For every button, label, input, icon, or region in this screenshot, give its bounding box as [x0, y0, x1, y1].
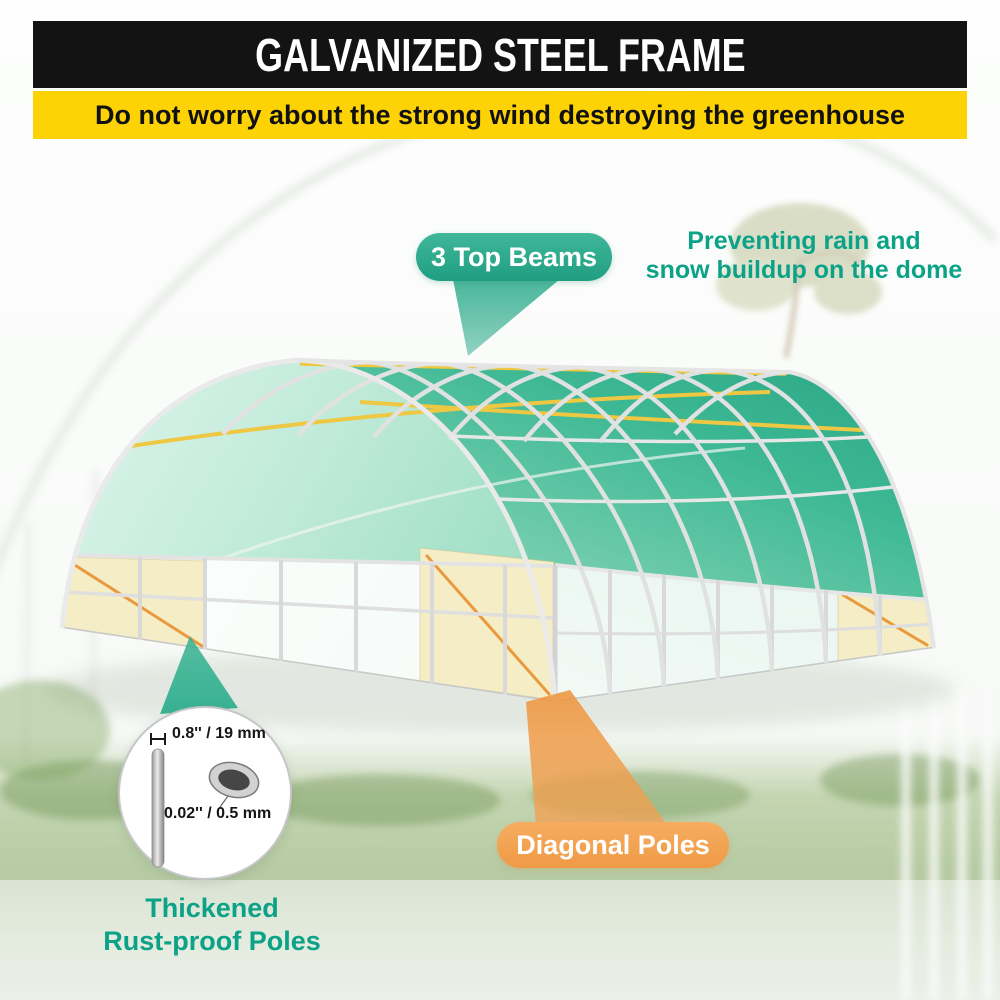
bottom-haze — [0, 880, 1000, 1000]
pole-detail-graphic — [150, 733, 260, 868]
tree-silhouette — [716, 203, 882, 359]
thickness-leader-line — [219, 795, 229, 808]
diameter-measure-icon — [150, 733, 166, 745]
top-beams-badge: 3 Top Beams — [416, 233, 612, 281]
diagonal-poles-badge: Diagonal Poles — [497, 822, 729, 868]
pipe-cross-section-icon — [208, 761, 260, 799]
top-beams-label: 3 Top Beams — [430, 241, 598, 272]
rain-note: Preventing rain and snow buildup on the … — [628, 227, 980, 285]
diagonal-poles-pointer — [526, 690, 668, 826]
diagonal-poles — [68, 554, 929, 696]
pole-thickness-value: 0.02'' / 0.5 mm — [164, 805, 272, 822]
title-bar: GALVANIZED STEEL FRAME — [33, 21, 967, 88]
greenhouse-arches — [221, 360, 934, 695]
steel-pole-icon — [151, 748, 165, 868]
pole-caption: Thickened Rust-proof Poles — [62, 892, 362, 958]
greenhouse-rails — [62, 434, 934, 702]
rain-note-line2: snow buildup on the dome — [645, 256, 963, 284]
pole-callout-pointer — [160, 636, 238, 714]
pole-caption-line2: Rust-proof Poles — [103, 925, 321, 956]
page-title: GALVANIZED STEEL FRAME — [254, 28, 746, 81]
diagonal-poles-label: Diagonal Poles — [516, 829, 710, 860]
pole-diameter-value: 0.8'' / 19 mm — [172, 725, 266, 742]
greenhouse-details — [62, 360, 934, 702]
top-beams-pointer — [452, 274, 566, 356]
subtitle-text: Do not worry about the strong wind destr… — [94, 99, 906, 130]
rain-note-line1: Preventing rain and — [687, 227, 921, 255]
greenhouse — [59, 357, 936, 703]
pole-detail-callout: 0.8'' / 19 mm 0.02'' / 0.5 mm — [118, 706, 292, 880]
ridge-and-back-arch — [297, 358, 936, 649]
top-beams — [117, 362, 863, 450]
subtitle-banner: Do not worry about the strong wind destr… — [33, 91, 967, 139]
pole-caption-line1: Thickened — [145, 893, 279, 923]
